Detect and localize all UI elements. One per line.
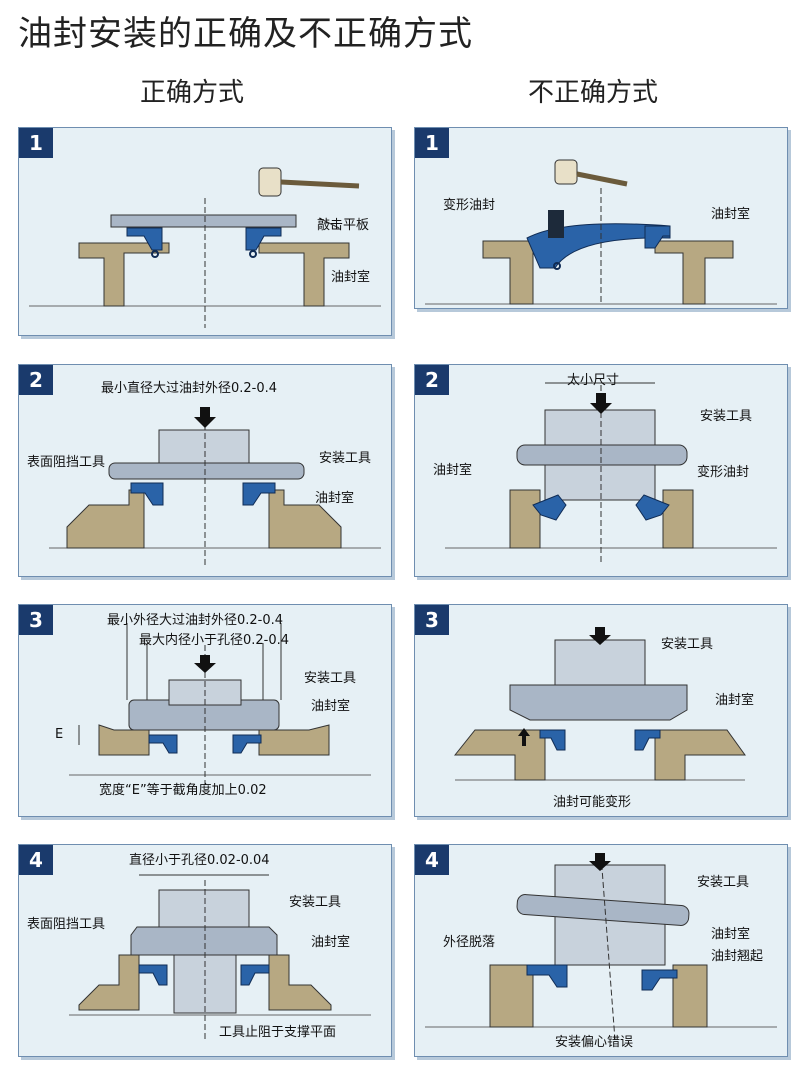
label-deformed-seal: 变形油封 xyxy=(697,465,750,480)
label-install-tool: 安装工具 xyxy=(697,875,750,890)
label-min-outer-diameter: 最小外径大过油封外径0.2-0.4 xyxy=(107,613,284,628)
panel-incorrect-1: 1 变形油封 油封室 xyxy=(414,127,788,309)
label-install-tool: 安装工具 xyxy=(304,671,357,686)
panel-incorrect-4: 4 安装工具 油封室 外径脱落 油封翘起 安装偏心错误 xyxy=(414,844,788,1057)
step-number: 2 xyxy=(19,365,53,395)
column-heading-incorrect: 不正确方式 xyxy=(528,78,659,108)
label-seal-housing: 油封室 xyxy=(433,463,473,478)
label-seal-housing: 油封室 xyxy=(311,935,351,950)
panel-correct-4: 4 直径小于孔径0.02-0.04 安装工具 表面阻挡工具 油封室 工具止阻于支… xyxy=(18,844,392,1057)
diagram-incorrect-1 xyxy=(425,159,777,305)
label-seal-housing: 油封室 xyxy=(715,693,755,708)
label-max-inner-diameter: 最大内径小于孔径0.2-0.4 xyxy=(139,633,290,648)
label-surface-stop-tool: 表面阻挡工具 xyxy=(27,455,106,470)
diagram-correct-2 xyxy=(49,407,381,565)
diagram-correct-1 xyxy=(29,167,381,328)
label-deformed-seal: 变形油封 xyxy=(443,198,496,213)
step-number: 1 xyxy=(415,128,449,158)
label-min-diameter: 最小直径大过油封外径0.2-0.4 xyxy=(101,381,278,396)
step-number: 1 xyxy=(19,128,53,158)
label-seal-housing: 油封室 xyxy=(711,927,751,942)
label-width-note: 宽度“E”等于截角度加上0.02 xyxy=(99,783,267,798)
label-width-e: E xyxy=(55,727,64,742)
panel-incorrect-2: 2 太小尺寸 安装工具 油封室 变形油封 xyxy=(414,364,788,577)
diagram-incorrect-2 xyxy=(445,382,777,565)
label-install-tool: 安装工具 xyxy=(319,451,372,466)
diagram-correct-4 xyxy=(69,874,371,1040)
label-surface-stop-tool: 表面阻挡工具 xyxy=(27,917,106,932)
label-seal-housing: 油封室 xyxy=(331,270,371,285)
panel-correct-1: 1 敲击平板 油封室 xyxy=(18,127,392,336)
label-tool-stops: 工具止阻于支撑平面 xyxy=(219,1025,337,1040)
label-seal-housing: 油封室 xyxy=(315,491,355,506)
step-number: 3 xyxy=(415,605,449,635)
panel-correct-2: 2 最小直径大过油封外径0.2-0.4 表面阻挡工具 安装工具 油封室 xyxy=(18,364,392,577)
label-striking-plate: 敲击平板 xyxy=(317,218,370,233)
panel-incorrect-3: 3 安装工具 油封室 油封可能变形 xyxy=(414,604,788,817)
label-install-tool: 安装工具 xyxy=(661,637,714,652)
column-heading-correct: 正确方式 xyxy=(140,78,245,108)
label-seal-lifted: 油封翘起 xyxy=(711,949,764,964)
step-number: 4 xyxy=(415,845,449,875)
panel-correct-3: 3 最小外径大过油封外径0.2-0.4 最大内径小于孔径0.2-0.4 安装工具… xyxy=(18,604,392,817)
label-too-small: 太小尺寸 xyxy=(567,373,620,388)
diagram-correct-3 xyxy=(69,623,371,785)
step-number: 3 xyxy=(19,605,53,635)
step-number: 4 xyxy=(19,845,53,875)
diagram-incorrect-3 xyxy=(453,627,746,781)
step-number: 2 xyxy=(415,365,449,395)
label-diameter-smaller: 直径小于孔径0.02-0.04 xyxy=(129,853,270,868)
label-install-tool: 安装工具 xyxy=(289,895,342,910)
label-seal-housing: 油封室 xyxy=(311,699,351,714)
page-title: 油封安装的正确及不正确方式 xyxy=(18,14,473,54)
label-outer-diameter-off: 外径脱落 xyxy=(443,935,496,950)
diagram-incorrect-4 xyxy=(425,853,777,1041)
label-possible-deformation: 油封可能变形 xyxy=(553,795,632,810)
label-install-tool: 安装工具 xyxy=(700,409,753,424)
label-off-center: 安装偏心错误 xyxy=(555,1035,634,1050)
label-seal-housing: 油封室 xyxy=(711,207,751,222)
